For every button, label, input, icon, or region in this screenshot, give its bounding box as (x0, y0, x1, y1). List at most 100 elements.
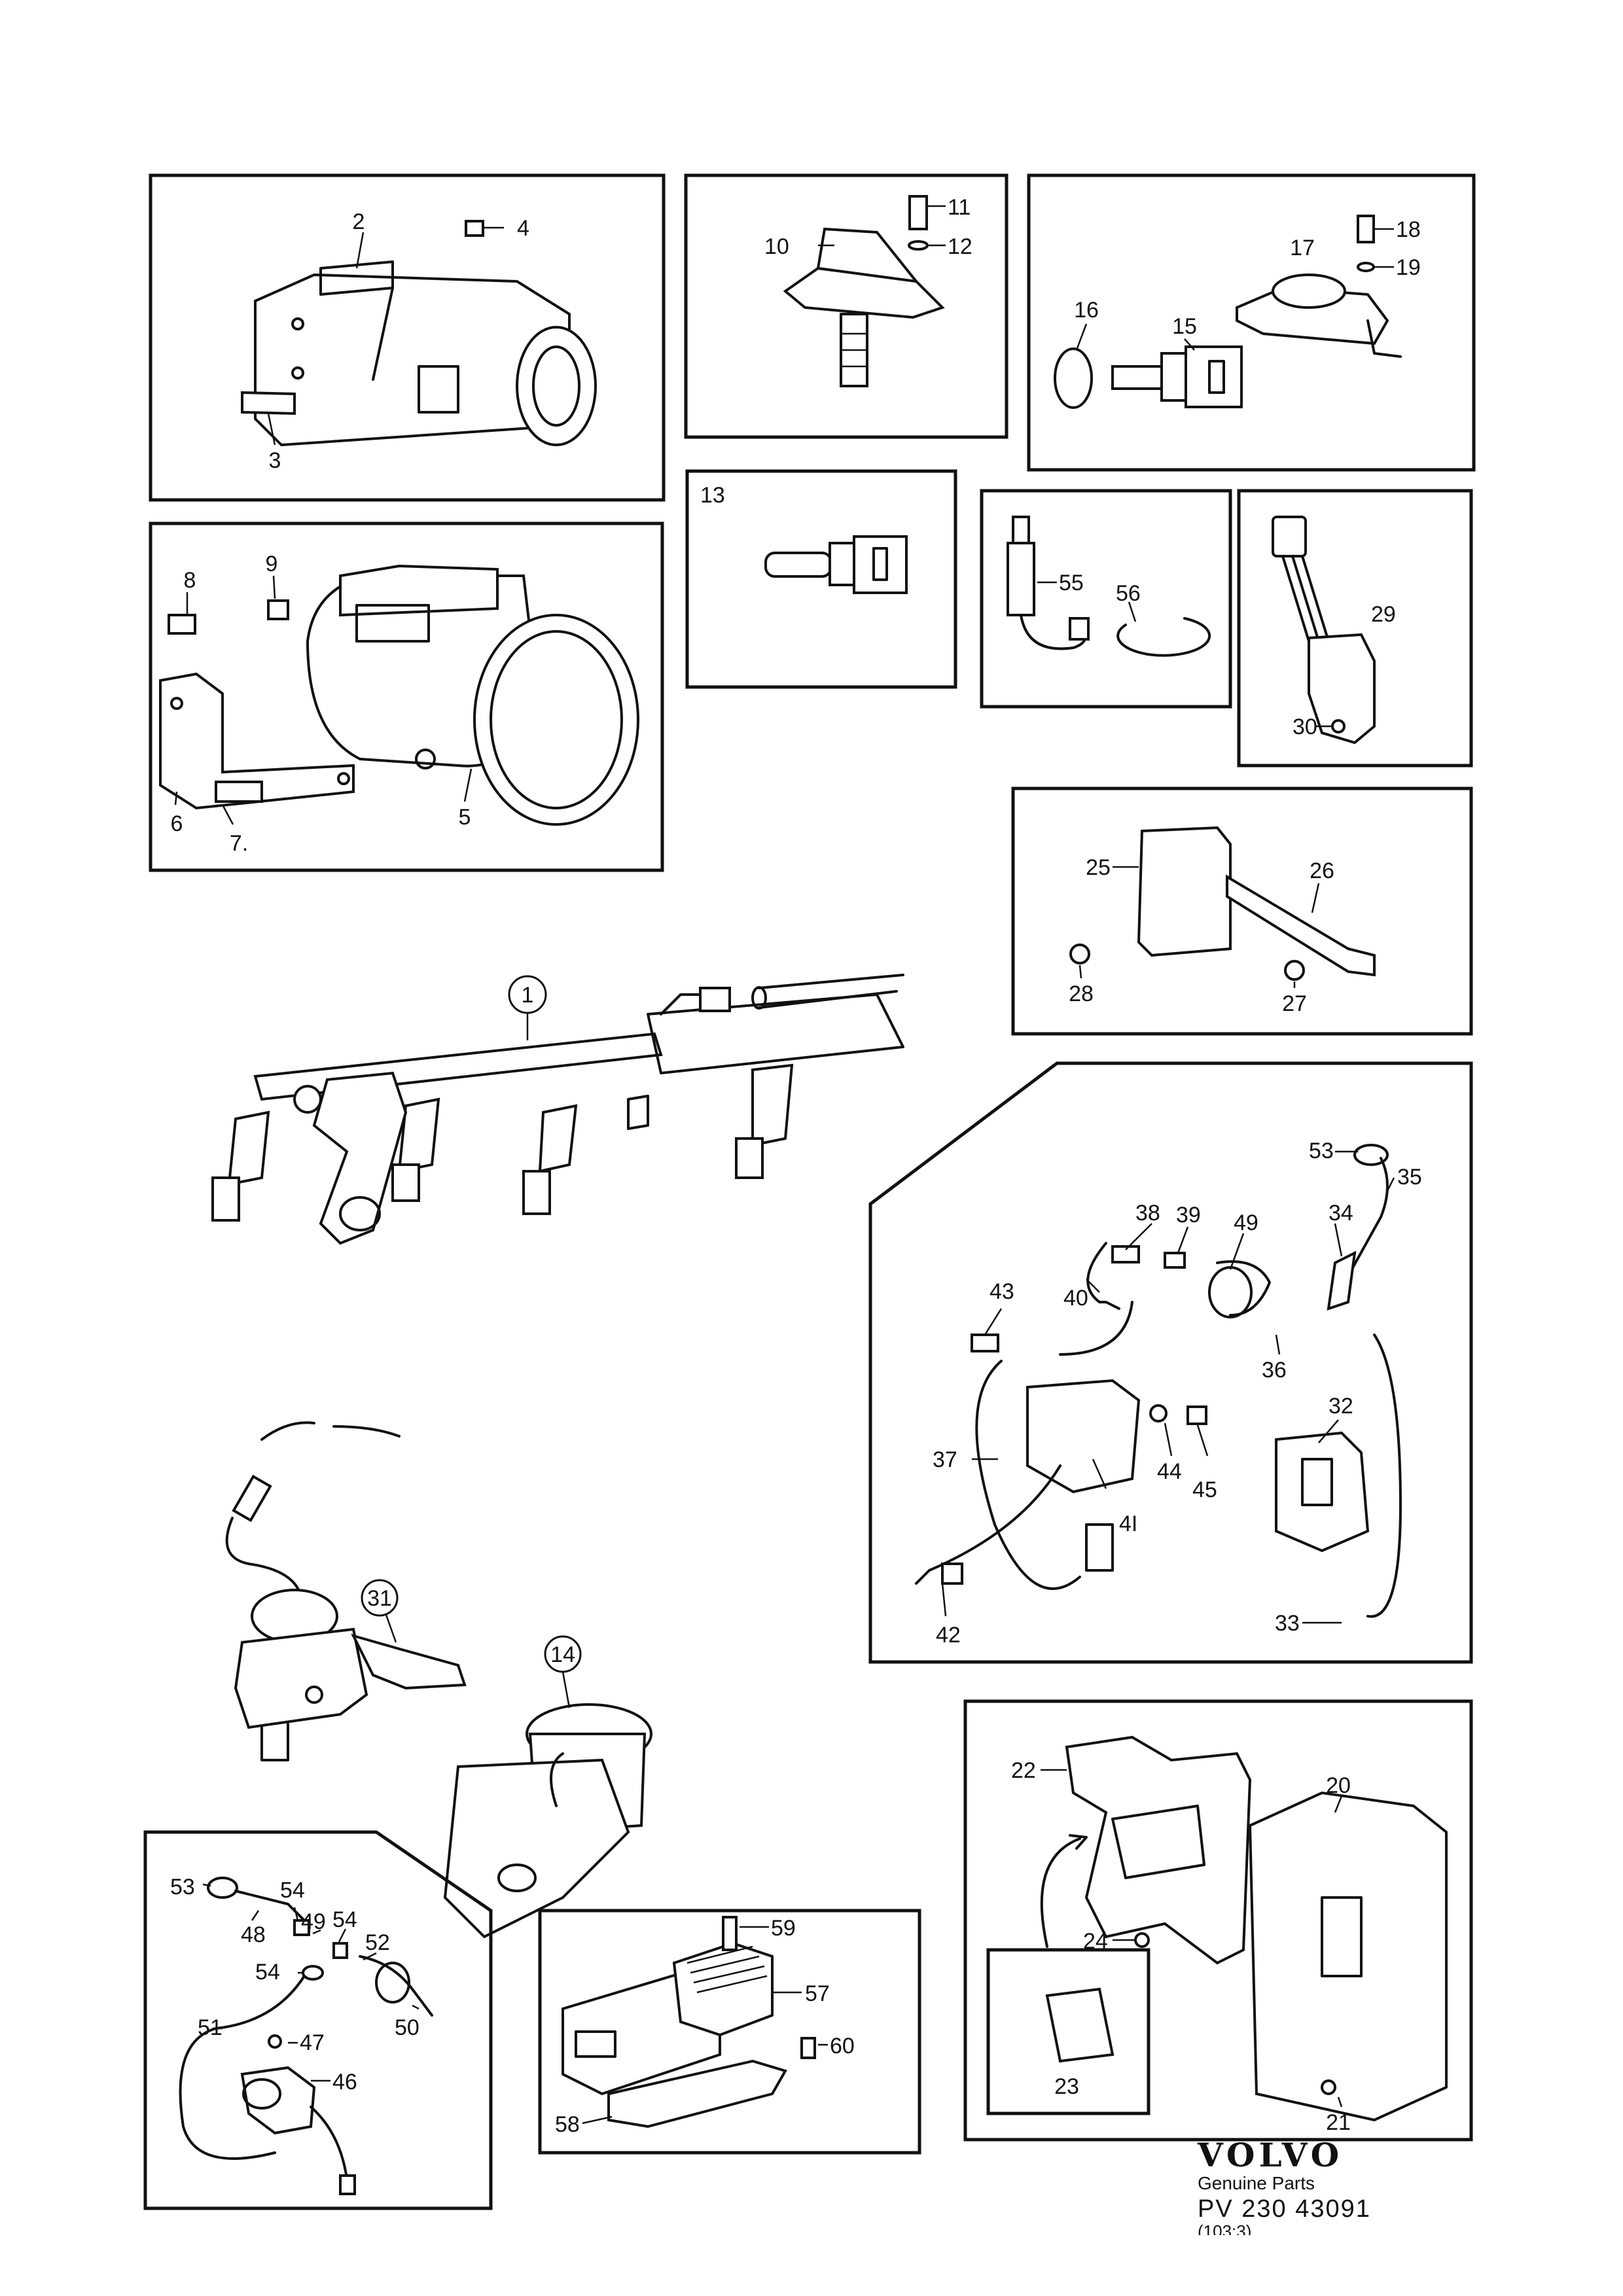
panel-sensor-10: 11 12 10 (684, 173, 1008, 439)
seal-ring-part-16 (1054, 347, 1093, 409)
plug-part-4 (465, 220, 484, 237)
clip-part-56 (1116, 617, 1211, 657)
idle-valve-part-14 (443, 1703, 652, 1939)
label-21: 21 (1326, 2110, 1351, 2135)
nut-part-27 (1284, 960, 1305, 981)
injectors (211, 1063, 794, 1222)
label-11: 11 (948, 195, 971, 220)
label-49a: 49 (1234, 1210, 1258, 1235)
hose-part-51 (179, 1975, 306, 2160)
label-4: 4 (517, 216, 529, 241)
hose-part-36 (1216, 1260, 1271, 1316)
label-46: 46 (332, 2070, 357, 2094)
label-41: 4I (1119, 1511, 1137, 1536)
washer-part-44 (1149, 1404, 1168, 1422)
label-19: 19 (1396, 255, 1421, 280)
lambda-sensor-part-55 (1007, 516, 1090, 650)
label-39: 39 (1176, 1203, 1201, 1227)
label-47: 47 (300, 2030, 325, 2055)
label-40: 40 (1063, 1286, 1088, 1311)
label-8: 8 (184, 568, 196, 593)
label-54b: 54 (332, 1907, 357, 1932)
clip-part-53 (1353, 1144, 1389, 1166)
brand-subtitle: Genuine Parts (1198, 2173, 1315, 2193)
hose-part-35 (1347, 1157, 1389, 1277)
label-57: 57 (805, 1981, 830, 2006)
label-31: 31 (367, 1586, 392, 1611)
label-55: 55 (1059, 571, 1084, 595)
label-9: 9 (266, 552, 278, 576)
temp-sensor-part-15 (1111, 345, 1243, 408)
label-14: 14 (550, 1642, 575, 1667)
label-32: 32 (1329, 1394, 1353, 1419)
connector-part-34 (1327, 1250, 1357, 1311)
sensor-part-10 (783, 227, 945, 387)
label-7: 7. (230, 831, 248, 856)
screw-part-3 (241, 391, 296, 415)
catalog-ref: (103:3) (1198, 2223, 1252, 2235)
relay-part-17 (1236, 274, 1402, 358)
label-60: 60 (830, 2034, 855, 2058)
bracket-part-26 (1226, 874, 1376, 977)
panel-sensor-13: 13 (685, 469, 957, 689)
label-36: 36 (1262, 1358, 1287, 1383)
label-28: 28 (1069, 981, 1094, 1006)
label-51: 51 (198, 2015, 223, 2040)
label-54c: 54 (255, 1960, 280, 1985)
label-35: 35 (1397, 1165, 1422, 1190)
label-44: 44 (1157, 1459, 1182, 1484)
hose-part-52 (359, 1955, 433, 2017)
fitting-part-49b (293, 1919, 310, 1936)
harness-part-29 (1272, 516, 1376, 745)
label-12: 12 (948, 234, 972, 259)
label-2: 2 (353, 209, 365, 234)
volvo-brand-block: VOLVO Genuine Parts PV 230 43091 (103:3) (1198, 2136, 1371, 2236)
sensor-part-13 (764, 535, 908, 594)
air-mass-meter-part-5 (306, 564, 639, 826)
label-38: 38 (1135, 1201, 1160, 1226)
label-13: 13 (700, 483, 725, 508)
panel-lambda-sensor: 55 56 (980, 489, 1232, 709)
valve-part-41 (1026, 1379, 1141, 1572)
clip-part-53b (207, 1877, 238, 1899)
label-49b: 49 (301, 1909, 326, 1934)
bracket-part-6 (159, 672, 355, 810)
nut-part-28 (1069, 944, 1090, 964)
label-15: 15 (1172, 314, 1197, 339)
washer-part-19 (1357, 262, 1375, 272)
label-56: 56 (1116, 581, 1141, 606)
hose-part-40 (1059, 1301, 1133, 1356)
label-42: 42 (936, 1623, 961, 1648)
ignition-module-part-57 (562, 1941, 774, 2096)
nut-part-9 (267, 599, 289, 620)
bracket-part-58 (607, 2059, 787, 2128)
panel-ecu: 22 24 20 23 21 (963, 1699, 1473, 2142)
label-34: 34 (1329, 1201, 1353, 1226)
label-43: 43 (990, 1279, 1014, 1304)
label-1: 1 (522, 983, 534, 1008)
label-3: 3 (269, 448, 281, 473)
screw-part-21 (1321, 2079, 1336, 2095)
volvo-logo: VOLVO (1198, 2136, 1344, 2174)
clip-part-50 (375, 1962, 410, 2004)
label-53a: 53 (1309, 1139, 1334, 1163)
screw-part-59 (722, 1916, 738, 1951)
panel-throttle-body: 2 3 4 (149, 173, 666, 502)
label-10: 10 (764, 234, 789, 259)
panel-idle-valve-system: 53 35 34 38 39 49 40 43 36 32 37 44 45 4… (868, 1061, 1473, 1664)
label-18: 18 (1396, 217, 1421, 242)
screw-part-8 (168, 614, 196, 635)
screw-part-60 (800, 2037, 816, 2059)
label-6: 6 (171, 811, 183, 836)
label-30: 30 (1293, 715, 1317, 739)
panel-vacuum-valve-46: 53 54 49 54 52 48 54 51 47 46 50 (143, 1830, 493, 2210)
label-33: 33 (1275, 1611, 1300, 1636)
label-26: 26 (1310, 858, 1334, 883)
label-23: 23 (1054, 2074, 1079, 2099)
label-52: 52 (365, 1930, 390, 1955)
screw-part-24 (1134, 1932, 1150, 1948)
screw-part-47 (268, 2034, 282, 2049)
panel-control-unit-25: 25 26 28 27 (1011, 786, 1473, 1036)
inset-box-23 (986, 1948, 1150, 2115)
